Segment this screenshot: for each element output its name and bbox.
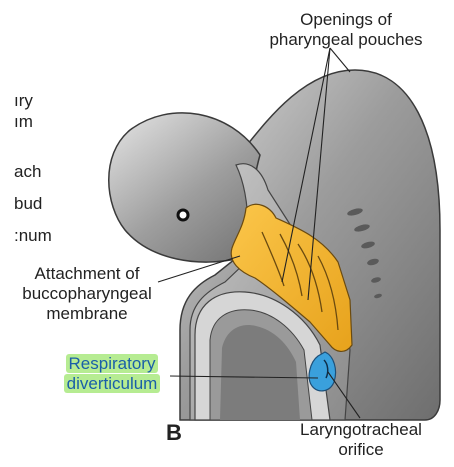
label-respiratory: Respiratory diverticulum <box>52 354 172 394</box>
label-openings: Openings of pharyngeal pouches <box>248 10 444 50</box>
label-laryngotracheal-line1: Laryngotracheal <box>276 420 446 440</box>
cropped-label-3: ach <box>14 162 41 182</box>
label-laryngotracheal: Laryngotracheal orifice <box>276 420 446 460</box>
cropped-label-1: ıry <box>14 91 33 111</box>
eye-pit <box>178 210 188 220</box>
label-laryngotracheal-line2: orifice <box>276 440 446 460</box>
label-openings-line1: Openings of <box>248 10 444 30</box>
cropped-label-2: ım <box>14 112 33 132</box>
panel-letter: B <box>166 420 182 446</box>
label-attachment-line1: Attachment of <box>14 264 160 284</box>
label-respiratory-line2: diverticulum <box>64 374 161 393</box>
label-attachment-line2: buccopharyngeal <box>14 284 160 304</box>
label-openings-line2: pharyngeal pouches <box>248 30 444 50</box>
label-attachment: Attachment of buccopharyngeal membrane <box>14 264 160 324</box>
label-respiratory-line1: Respiratory <box>66 354 159 373</box>
cropped-label-5: :num <box>14 226 52 246</box>
label-attachment-line3: membrane <box>14 304 160 324</box>
cropped-label-4: bud <box>14 194 42 214</box>
